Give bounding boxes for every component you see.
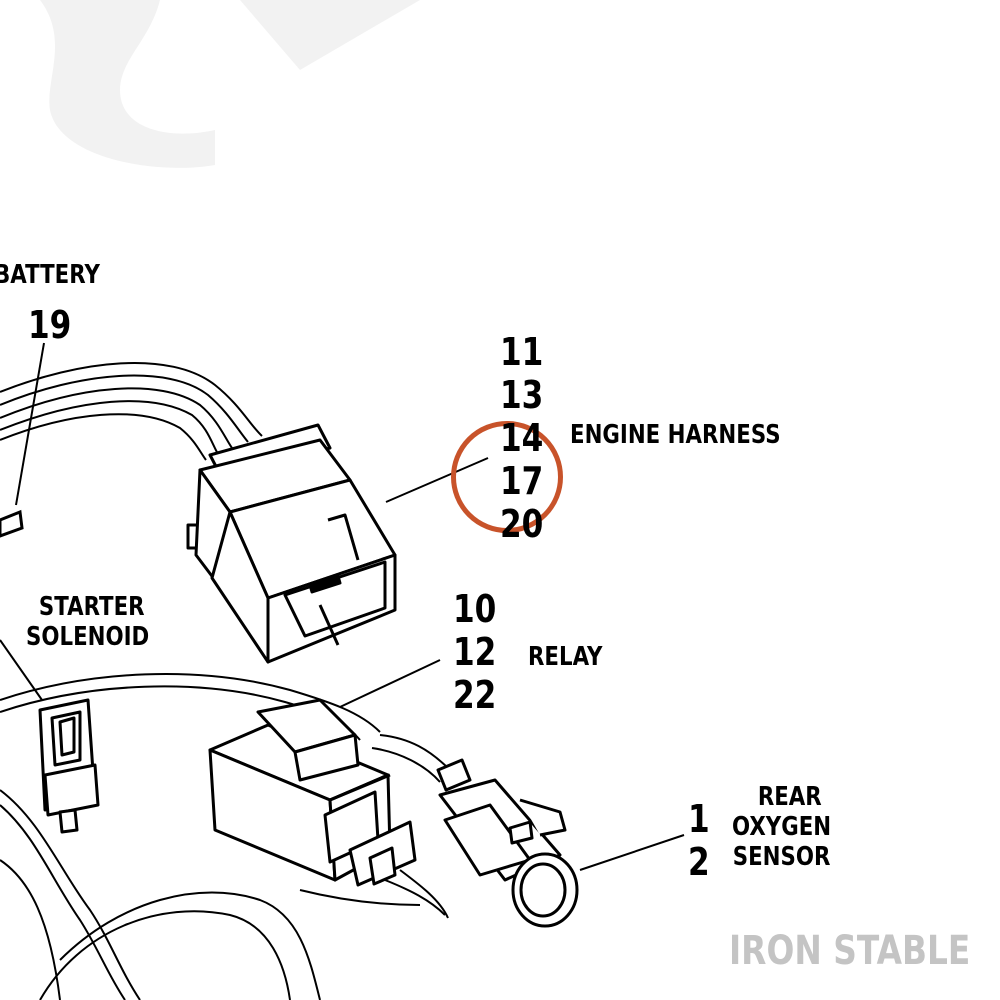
harness-wires-top xyxy=(0,361,263,461)
engine-harness-ref-number: 13 xyxy=(500,373,544,417)
relay-ref-number: 10 xyxy=(453,587,497,631)
leader-oxygen-sensor xyxy=(579,834,685,871)
starter-solenoid-label-line: SOLENOID xyxy=(26,622,150,652)
starter-solenoid-label-line: STARTER xyxy=(38,592,145,622)
rear-oxygen-sensor-connector xyxy=(436,758,579,928)
relay-unit xyxy=(208,698,417,887)
oxygen-sensor-ref-list: 1 2 xyxy=(688,798,710,884)
relay-ref-number: 22 xyxy=(453,673,497,717)
battery-terminal xyxy=(0,509,24,538)
highlight-circle xyxy=(451,421,563,533)
engine-harness-ref-number-highlighted: 17 xyxy=(500,459,544,503)
leader-battery xyxy=(15,342,45,506)
engine-harness-ref-number: 11 xyxy=(500,330,544,374)
engine-harness-connector xyxy=(186,423,397,664)
engine-harness-ref-number: 14 xyxy=(500,416,544,460)
engine-harness-ref-number: 20 xyxy=(500,502,544,546)
starter-solenoid-connector xyxy=(38,698,100,834)
oxygen-sensor-ref-number: 1 xyxy=(688,797,710,841)
relay-ref-list: 10 12 22 xyxy=(453,588,496,717)
rear-oxygen-sensor-label: REAR OXYGEN SENSOR xyxy=(732,782,831,872)
oxygen-sensor-label-line: REAR xyxy=(757,782,822,812)
brand-logo: IRON STABLE xyxy=(728,928,970,974)
leader-starter-solenoid xyxy=(0,639,43,701)
relay-label: RELAY xyxy=(528,642,603,672)
watermark-shape xyxy=(40,0,420,168)
oxygen-sensor-label-line: OXYGEN xyxy=(732,812,832,842)
oxygen-sensor-ref-number: 2 xyxy=(688,840,710,884)
battery-ref-number: 19 xyxy=(28,303,72,347)
relay-ref-number: 12 xyxy=(453,630,497,674)
oxygen-sensor-label-line: SENSOR xyxy=(732,842,831,872)
engine-harness-label: ENGINE HARNESS xyxy=(570,420,781,450)
leader-relay xyxy=(339,659,441,708)
engine-harness-ref-list: 11 13 14 17 20 xyxy=(500,331,543,546)
battery-label: BATTERY xyxy=(0,260,100,290)
starter-solenoid-label: STARTER SOLENOID xyxy=(26,592,149,652)
